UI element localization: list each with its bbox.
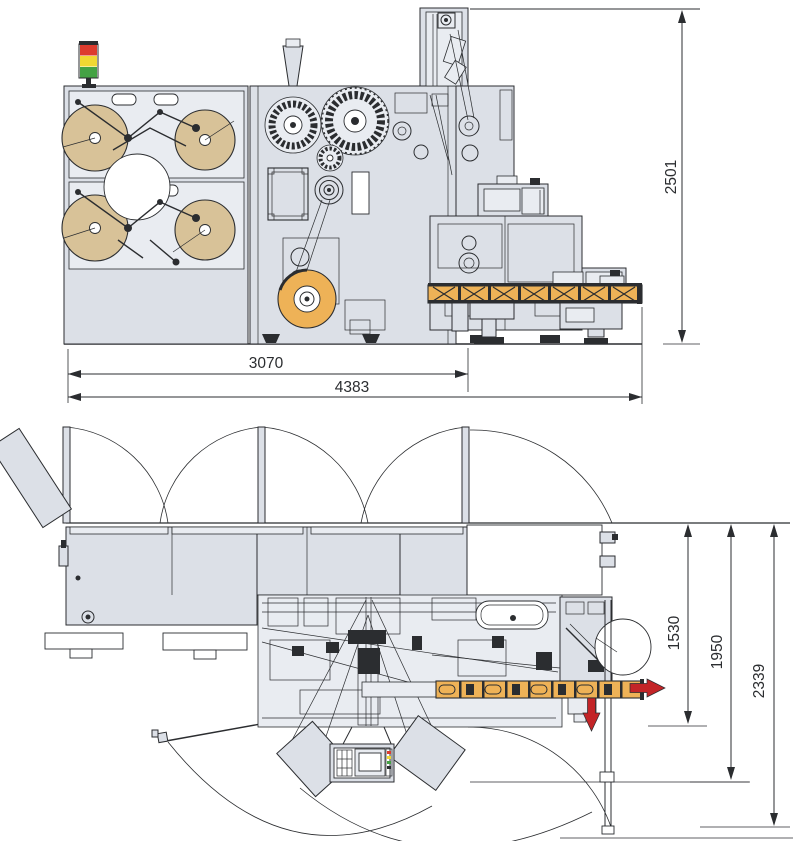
panel-led-red: [387, 751, 391, 754]
door-leaf-open: [257, 426, 266, 524]
dimension-2339: 2339: [700, 524, 790, 828]
dimension-1530: 1530: [648, 524, 707, 727]
stack-light-red: [80, 45, 97, 56]
dimension-label-3070: 3070: [249, 355, 284, 372]
unwind-cabinet: [61, 85, 249, 345]
reel-disc-plan: [594, 618, 652, 676]
plan-machinery-block: [257, 594, 652, 751]
process-section: [249, 38, 457, 345]
elevation-view: [61, 7, 700, 345]
panel-door-right: [388, 715, 466, 791]
tape-wheel: [277, 268, 337, 329]
infeed-hopper: [282, 45, 304, 87]
outfeed-arrow-right-icon: [629, 678, 666, 698]
hmi-screen: [358, 752, 382, 772]
dimension-label-1530: 1530: [666, 615, 683, 650]
outfeed-arrow-down-icon: [582, 697, 601, 732]
dimension-4383: 4383: [68, 307, 643, 404]
panel-led-off: [387, 766, 391, 769]
control-panel: [276, 715, 466, 798]
stack-light-green: [80, 67, 97, 78]
stack-light-icon: [78, 41, 99, 88]
panel-led-green: [387, 761, 391, 764]
idler-roller: [103, 153, 171, 221]
door-leaf-open: [461, 426, 470, 524]
dimension-label-4383: 4383: [335, 379, 369, 396]
drive-motor: [477, 175, 549, 217]
elevator-tower: [419, 7, 469, 87]
gear-wheels: [264, 86, 390, 205]
machine-foot: [262, 334, 280, 343]
outfeed-conveyor-plan: [361, 679, 644, 723]
vibratory-tray: [475, 600, 549, 630]
dimension-2501: 2501: [663, 10, 700, 345]
plan-view: [0, 426, 793, 841]
dimension-label-1950: 1950: [709, 634, 726, 669]
plan-body: [58, 524, 618, 626]
safety-doors-open: [0, 426, 613, 529]
stack-light-yellow: [80, 56, 97, 67]
dimension-label-2501: 2501: [663, 160, 680, 194]
outfeed-conveyor-elevation: [427, 270, 643, 344]
panel-led-yellow: [387, 756, 391, 759]
door-leaf-open: [62, 426, 71, 524]
web-linkage-arms: [75, 99, 200, 266]
dimension-3070: 3070: [67, 348, 469, 403]
door-leaf-tilted: [0, 427, 73, 529]
machine-foot: [362, 334, 380, 343]
conveyor-truss: [432, 286, 636, 302]
dimension-label-2339: 2339: [751, 664, 768, 698]
dimension-1950: 1950: [690, 524, 749, 783]
